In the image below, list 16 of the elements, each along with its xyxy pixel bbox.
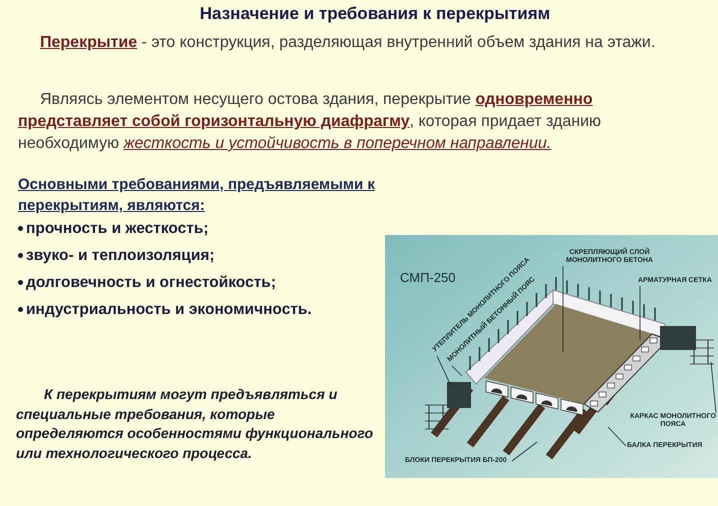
list-item: индустриальность и экономичность. <box>26 301 312 318</box>
leader-line <box>436 356 452 388</box>
title: Назначение и требования к перекрытиям <box>198 4 552 24</box>
model-label: СМП-250 <box>400 270 456 285</box>
list-heading: Основными требованиями, предъявляемыми к перекрытиям, являются: <box>18 175 376 216</box>
leader-line <box>512 442 538 462</box>
list-item: долговечность и огнестойкость; <box>26 274 276 291</box>
leader-line <box>608 426 626 446</box>
leader-line <box>710 362 716 414</box>
leader-line <box>562 266 564 352</box>
note-paragraph: К перекрытиям могут предъявляться и специальные требования, которые определяются особенностями функционального или технологического процесса. <box>16 385 374 463</box>
paragraph: Являясь элементом несущего остова здания, перекрытие одновременно представляет собой горизонтальную диафрагму, которая придает зданию необходимую жесткость и устойчивость в поперечном направлении. <box>18 90 602 154</box>
definition-paragraph: Перекрытие - это конструкция, разделяющая внутренний объем здания на этажи. <box>39 33 656 53</box>
list-item: прочность и жесткость; <box>26 220 209 237</box>
leader-line <box>452 366 462 376</box>
list-item: звуко- и теплоизоляция; <box>26 247 215 264</box>
